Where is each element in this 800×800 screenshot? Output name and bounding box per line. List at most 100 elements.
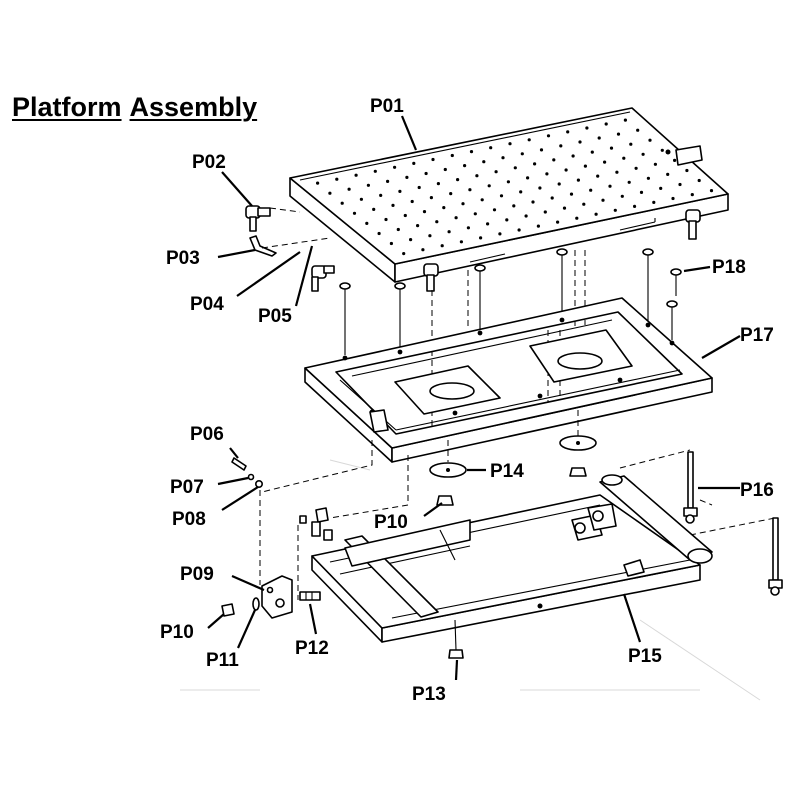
plate-hole bbox=[498, 232, 502, 236]
plate-hole bbox=[585, 126, 589, 130]
plate-hole bbox=[454, 216, 458, 220]
plate-hole bbox=[508, 142, 512, 146]
plate-hole bbox=[526, 176, 530, 180]
label-p15: P15 bbox=[628, 646, 662, 667]
plate-hole bbox=[562, 206, 567, 210]
leader-lines bbox=[207, 115, 741, 681]
label-p16: P16 bbox=[740, 480, 774, 501]
plate-hole bbox=[636, 128, 640, 132]
label-p11: P11 bbox=[206, 650, 239, 671]
plate-hole bbox=[398, 189, 402, 193]
plate-hole bbox=[609, 146, 614, 150]
plate-hole bbox=[653, 162, 658, 166]
plate-hole bbox=[575, 216, 579, 220]
plate-hole bbox=[391, 203, 395, 207]
plate-hole bbox=[623, 118, 628, 122]
plate-hole bbox=[627, 180, 631, 184]
label-p02: P02 bbox=[192, 152, 226, 173]
rods-p16 bbox=[683, 451, 783, 596]
plate-hole bbox=[486, 222, 490, 226]
plate-hole bbox=[449, 192, 453, 196]
plate-hole bbox=[377, 231, 381, 236]
plate-hole bbox=[613, 208, 617, 212]
screw bbox=[666, 300, 678, 340]
washer-p07 bbox=[247, 473, 255, 481]
hinge-bolt-mid bbox=[423, 263, 439, 292]
plate-hole bbox=[436, 182, 440, 186]
plate-hole bbox=[666, 172, 670, 176]
plate-handle-bracket bbox=[675, 145, 703, 166]
label-p17: P17 bbox=[740, 325, 774, 346]
label-p10-upper: P10 bbox=[374, 512, 408, 533]
rod bbox=[687, 451, 694, 509]
hinge-bolt-right bbox=[685, 209, 701, 240]
plate-hole bbox=[328, 191, 332, 195]
plate-hole bbox=[597, 136, 601, 140]
label-p14: P14 bbox=[490, 461, 524, 482]
plate-hole bbox=[359, 197, 363, 201]
plate-hole bbox=[456, 178, 460, 182]
plate-hole bbox=[316, 181, 320, 185]
side-bracket-hardware bbox=[221, 575, 321, 619]
screw-p13 bbox=[448, 619, 464, 659]
part-labels: P01 P02 P03 P04 P05 P06 P07 P08 P09 P10 … bbox=[160, 96, 774, 705]
plate-hole bbox=[652, 200, 656, 204]
plate-hole bbox=[393, 165, 397, 169]
plate-hole bbox=[634, 166, 638, 170]
plate-hole bbox=[450, 153, 454, 158]
title-word-assembly: Assembly bbox=[129, 92, 258, 122]
base-frame-p15 bbox=[299, 474, 713, 643]
plate-hole bbox=[475, 174, 479, 178]
frame-hardware bbox=[429, 410, 597, 506]
plate-hole bbox=[582, 202, 586, 206]
plate-hole bbox=[403, 213, 407, 218]
assembly-dashed-guides bbox=[259, 440, 776, 600]
plate-hole bbox=[505, 218, 509, 222]
nut-p10-lower bbox=[221, 603, 235, 617]
screw bbox=[642, 248, 654, 322]
plate-hole bbox=[571, 154, 575, 158]
plate-hole bbox=[373, 169, 377, 173]
plate-hole bbox=[487, 184, 491, 188]
nut bbox=[569, 467, 587, 477]
screw bbox=[474, 264, 486, 330]
plate-hole bbox=[539, 148, 544, 152]
plate-hole bbox=[347, 187, 351, 191]
plate-hole bbox=[697, 178, 701, 183]
cross-plate-hole bbox=[557, 352, 603, 370]
plate-hole bbox=[590, 150, 594, 154]
plate-hole bbox=[633, 204, 637, 208]
plate-hole bbox=[417, 185, 421, 190]
plate-hole bbox=[468, 188, 472, 192]
plate-hole bbox=[648, 138, 652, 142]
plate-hole bbox=[429, 196, 433, 200]
plate-hole bbox=[517, 228, 521, 232]
plate-hole bbox=[583, 164, 588, 168]
plate-hole bbox=[506, 180, 510, 184]
plate-hole bbox=[622, 156, 626, 160]
plate-hole bbox=[440, 244, 444, 248]
plate-hole bbox=[466, 226, 470, 230]
middle-frame-p17 bbox=[304, 297, 713, 463]
label-p08: P08 bbox=[172, 509, 206, 530]
plate-hole bbox=[557, 182, 561, 186]
plate-hole bbox=[424, 171, 428, 176]
plate-hole bbox=[494, 170, 498, 174]
plate-hole bbox=[519, 190, 523, 194]
title-word-platform: Platform bbox=[12, 92, 122, 122]
plate-hole bbox=[552, 158, 556, 162]
plate-hole bbox=[615, 170, 619, 174]
plate-hole bbox=[641, 152, 645, 156]
plate-hole bbox=[431, 157, 435, 162]
plate-hole bbox=[512, 204, 516, 208]
plate-hole bbox=[531, 200, 535, 204]
plate-hole bbox=[416, 224, 420, 228]
screw bbox=[339, 282, 351, 355]
plate-hole bbox=[402, 252, 406, 256]
label-p04: P04 bbox=[190, 294, 224, 315]
plate-hole bbox=[410, 199, 414, 204]
plate-hole bbox=[671, 196, 675, 201]
plate-hole bbox=[501, 156, 505, 160]
label-p06: P06 bbox=[190, 424, 224, 445]
